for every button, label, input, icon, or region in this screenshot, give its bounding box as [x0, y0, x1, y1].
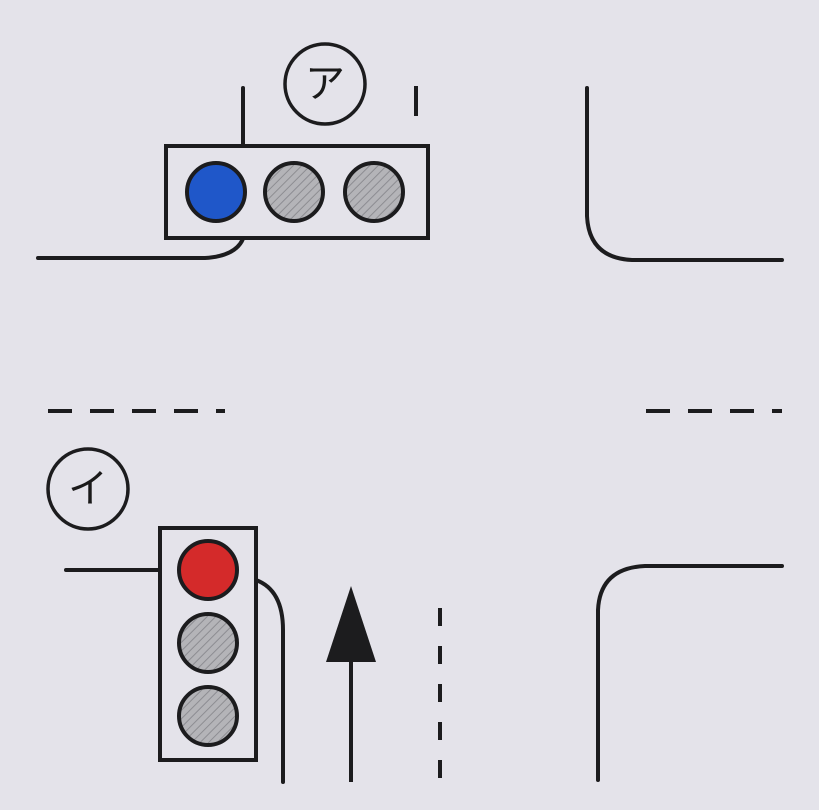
label-i-badge: イ — [46, 447, 130, 531]
signal-a-lamp-middle — [263, 161, 325, 223]
label-a-badge: ア — [283, 42, 367, 126]
signal-a-lamp-right — [343, 161, 405, 223]
curb-top-right — [585, 86, 784, 262]
direction-arrow-up — [326, 586, 376, 782]
signal-i-lamp-middle — [177, 612, 239, 674]
signal-a — [164, 144, 430, 240]
curb-bottom-right — [596, 564, 784, 782]
label-i: イ — [68, 466, 108, 512]
signal-i-side-line — [254, 578, 285, 784]
label-a: ア — [305, 61, 345, 107]
signal-i-lamp-bottom — [177, 685, 239, 747]
signal-i — [158, 526, 258, 762]
signal-a-lamp-blue — [185, 161, 247, 223]
signal-i-lamp-red — [177, 539, 239, 601]
